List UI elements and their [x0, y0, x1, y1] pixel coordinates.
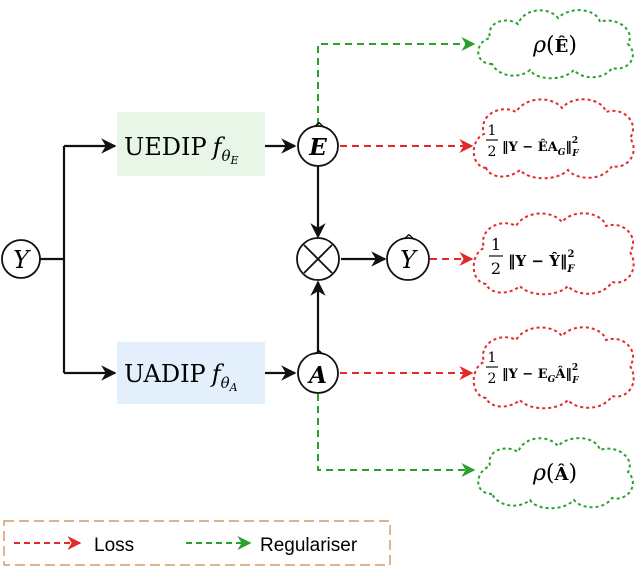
legend-regulariser-label: Regulariser: [260, 535, 358, 556]
loss-connectors: [340, 139, 474, 380]
hat-y: ^: [402, 231, 415, 250]
fraction-num-y: 1: [491, 235, 501, 254]
uedip-box: [117, 112, 265, 176]
cloud-loss-e: [472, 98, 635, 180]
reg-arrow-e: [317, 37, 476, 125]
fraction-loss-a: 1 2: [486, 350, 498, 387]
cloud-regulariser-a: [477, 437, 634, 510]
hat-a: ^: [312, 347, 325, 366]
node-y-hat: [386, 237, 430, 281]
cloud-regulariser-e: [477, 9, 634, 80]
fraction-den-y: 2: [491, 259, 501, 278]
rho-e-text: ρ(Ê): [532, 33, 577, 58]
node-e-hat: [297, 125, 339, 167]
fraction-den-e: 2: [488, 144, 497, 160]
solid-connectors: [40, 138, 387, 381]
label-e-hat: E: [308, 134, 327, 161]
hat-e: ^: [312, 119, 325, 138]
uadip-box: [117, 342, 265, 404]
legend-frame: [3, 520, 391, 566]
fraction-num-a: 1: [488, 350, 497, 366]
fraction-den-a: 2: [488, 371, 497, 387]
product-symbol: [303, 244, 333, 274]
label-y-hat: Y: [400, 246, 418, 274]
cloud-loss-a: [472, 326, 635, 410]
legend-loss-label: Loss: [94, 535, 134, 556]
rho-a-text: ρ(Â): [532, 461, 577, 486]
cloud-loss-y: [472, 212, 635, 296]
reg-arrow-a: [317, 394, 476, 477]
label-a-hat: A: [307, 362, 327, 389]
legend: Loss Regulariser: [3, 520, 391, 566]
fraction-num-e: 1: [488, 123, 497, 139]
label-y-input: Y: [13, 246, 31, 274]
regulariser-connectors: [317, 37, 476, 477]
node-y-input: [1, 239, 41, 279]
fraction-loss-y: 1 2: [489, 235, 503, 278]
node-a-hat: [297, 352, 339, 394]
fraction-loss-e: 1 2: [486, 123, 498, 160]
